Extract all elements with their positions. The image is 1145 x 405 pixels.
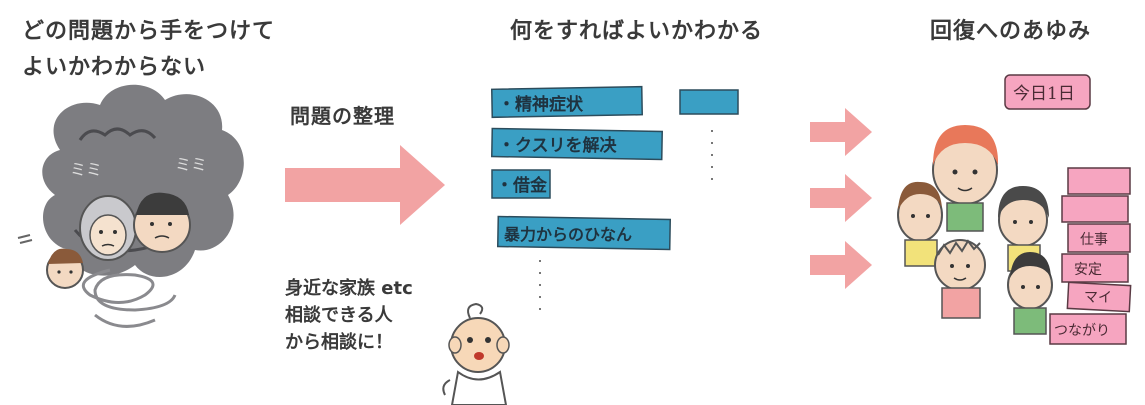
small-arrow: [810, 174, 872, 222]
heading-stuck: どの問題から手をつけて よいかわからない: [22, 14, 275, 86]
stack-block: [1067, 167, 1131, 195]
spiral-tail: [81, 268, 177, 312]
consult-note-line3: から相談に！: [285, 332, 393, 353]
child-figure: [46, 248, 84, 289]
small-arrows: [810, 108, 872, 289]
consult-note-line1: 身近な家族 etc: [285, 278, 413, 299]
heading-recovery: 回復へのあゆみ: [930, 19, 1092, 44]
small-arrow: [810, 108, 872, 156]
consult-note-line2: 相談できる人: [285, 305, 393, 326]
doctor-character: [442, 302, 510, 405]
stack-block: [1067, 223, 1131, 253]
stack-block-text: 安定: [1074, 262, 1102, 278]
heading-know-what-to-do: 何をすればよいかわかる: [510, 19, 764, 44]
recovery-blocks-stack: 仕事 安定 マイ つながり: [1049, 167, 1132, 345]
consult-note: 身近な家族 etc 相談できる人 から相談に！: [285, 275, 413, 356]
sticky-note-text: ・精神症状: [498, 94, 584, 115]
stack-block-text: マイ: [1084, 290, 1112, 306]
father-figure: [133, 192, 191, 253]
svg-text:ミミ: ミミ: [175, 155, 207, 174]
sticky-note-text: 暴力からのひなん: [503, 225, 632, 244]
stack-block: [1061, 253, 1129, 283]
stack-block: [1049, 313, 1127, 345]
worry-cloud-illustration: ミミ ミミ: [17, 84, 244, 328]
sticky-note: [491, 169, 551, 199]
big-arrow: [285, 145, 445, 225]
day-sign: [1004, 74, 1091, 110]
sticky-note: [491, 85, 643, 119]
sticky-note-text: ・クスリを解决: [498, 135, 617, 156]
person-man-left: [897, 181, 943, 267]
stack-block: [1061, 195, 1129, 223]
sticky-note: [496, 215, 672, 251]
person-boy: [934, 239, 986, 319]
day-sign-group: 今日1日: [1004, 74, 1091, 110]
step-label-organize: 問題の整理: [290, 104, 395, 128]
stack-block-text: つながり: [1054, 323, 1110, 339]
sticky-notes-group: ・精神症状 ・クスリを解决 ・借金 暴力からのひなん: [491, 85, 739, 310]
stack-block: [1066, 281, 1132, 313]
heading-stuck-line1: どの問題から手をつけて: [22, 19, 276, 44]
mother-figure: [79, 195, 137, 261]
heading-stuck-line2: よいかわからない: [22, 55, 207, 80]
sticky-note-text: ・借金: [496, 175, 548, 196]
person-small: [1007, 252, 1053, 335]
person-woman: [932, 125, 999, 232]
supporters-group: [897, 125, 1053, 335]
sticky-note: [491, 127, 663, 161]
day-sign-text: 今日1日: [1013, 84, 1075, 104]
stack-block-text: 仕事: [1080, 232, 1108, 248]
small-arrow: [810, 241, 872, 289]
sticky-note-blank: [679, 89, 739, 115]
svg-text:ミミ: ミミ: [70, 160, 102, 179]
